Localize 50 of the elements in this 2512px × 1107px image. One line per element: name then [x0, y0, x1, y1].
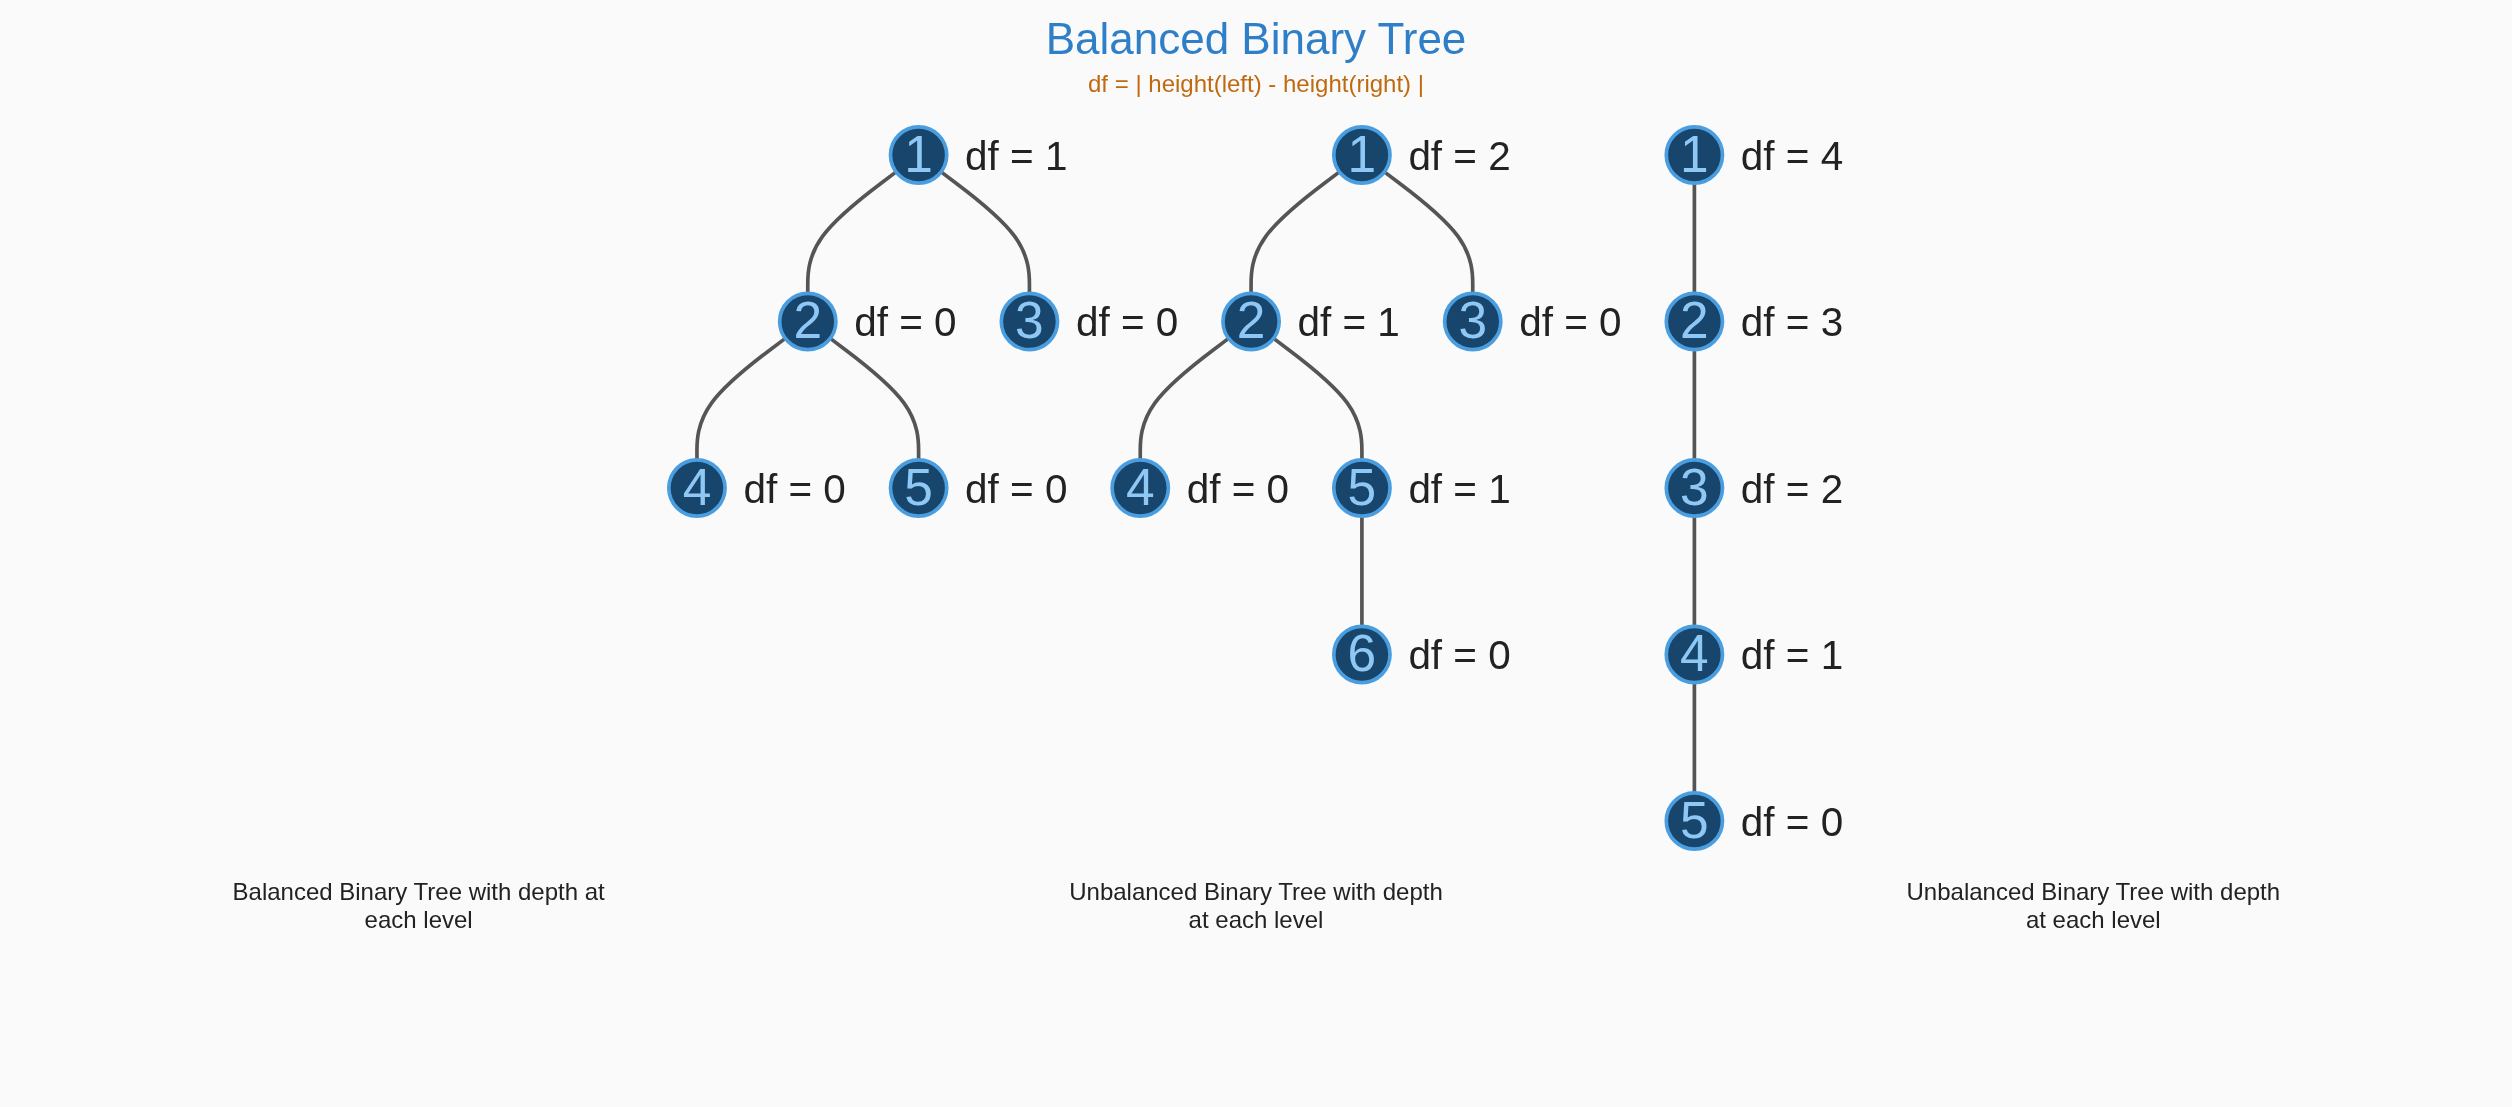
balance-factor-label: df = 0: [1075, 299, 1179, 346]
balance-factor-label: df = 1: [1297, 299, 1400, 346]
node-circle: 5: [1331, 458, 1392, 518]
balance-factor-label: df = 0: [1519, 299, 1622, 346]
node-circle: 6: [1331, 624, 1392, 685]
node-circle: 5: [888, 458, 949, 518]
connector: [1360, 516, 1364, 627]
balance-factor-label: df = 4: [1740, 132, 1844, 179]
node-circle: 1: [1331, 125, 1392, 185]
connector: [829, 336, 921, 460]
node-circle: 4: [1110, 458, 1171, 518]
node-circle: 5: [1664, 791, 1725, 851]
balance-factor-label: df = 0: [854, 299, 957, 346]
balance-factor-label: df = 2: [1408, 132, 1511, 179]
formula: df = | height(left) - height(right) |: [1087, 70, 1425, 98]
balance-factor-label: df = 1: [1408, 465, 1511, 512]
connector: [1692, 349, 1697, 460]
balance-factor-label: df = 1: [965, 132, 1068, 179]
node-circle: 3: [1442, 291, 1503, 352]
connector: [1692, 682, 1697, 793]
connector: [805, 170, 898, 294]
balance-factor-label: df = 0: [965, 465, 1068, 512]
title: Balanced Binary Tree: [1044, 14, 1468, 64]
connector: [1692, 183, 1697, 294]
connector: [939, 170, 1032, 294]
node-circle: 2: [1221, 291, 1282, 352]
node-circle: 1: [1664, 125, 1725, 185]
connector: [695, 336, 787, 460]
balance-factor-label: df = 3: [1740, 299, 1844, 346]
balance-factor-label: df = 1: [1740, 632, 1844, 679]
balance-factor-label: df = 2: [1740, 465, 1844, 512]
balance-factor-label: df = 0: [1740, 798, 1844, 845]
node-circle: 4: [1664, 624, 1725, 685]
tree-caption: Unbalanced Binary Tree with depth at each level: [1068, 878, 1444, 934]
connector: [1138, 336, 1230, 460]
node-circle: 3: [1664, 458, 1725, 518]
balance-factor-label: df = 0: [1408, 632, 1511, 679]
connector: [1383, 170, 1475, 294]
node-circle: 3: [999, 291, 1060, 352]
node-circle: 4: [667, 458, 727, 518]
connector: [1272, 336, 1364, 460]
balance-factor-label: df = 0: [743, 465, 846, 512]
balance-factor-label: df = 0: [1186, 465, 1290, 512]
node-circle: 2: [777, 291, 838, 352]
connector: [1692, 516, 1697, 627]
tree-caption: Balanced Binary Tree with depth at each level: [231, 878, 606, 934]
tree-caption: Unbalanced Binary Tree with depth at each level: [1905, 878, 2282, 934]
node-circle: 2: [1664, 291, 1725, 352]
connector: [1249, 170, 1341, 294]
node-circle: 1: [888, 125, 949, 185]
